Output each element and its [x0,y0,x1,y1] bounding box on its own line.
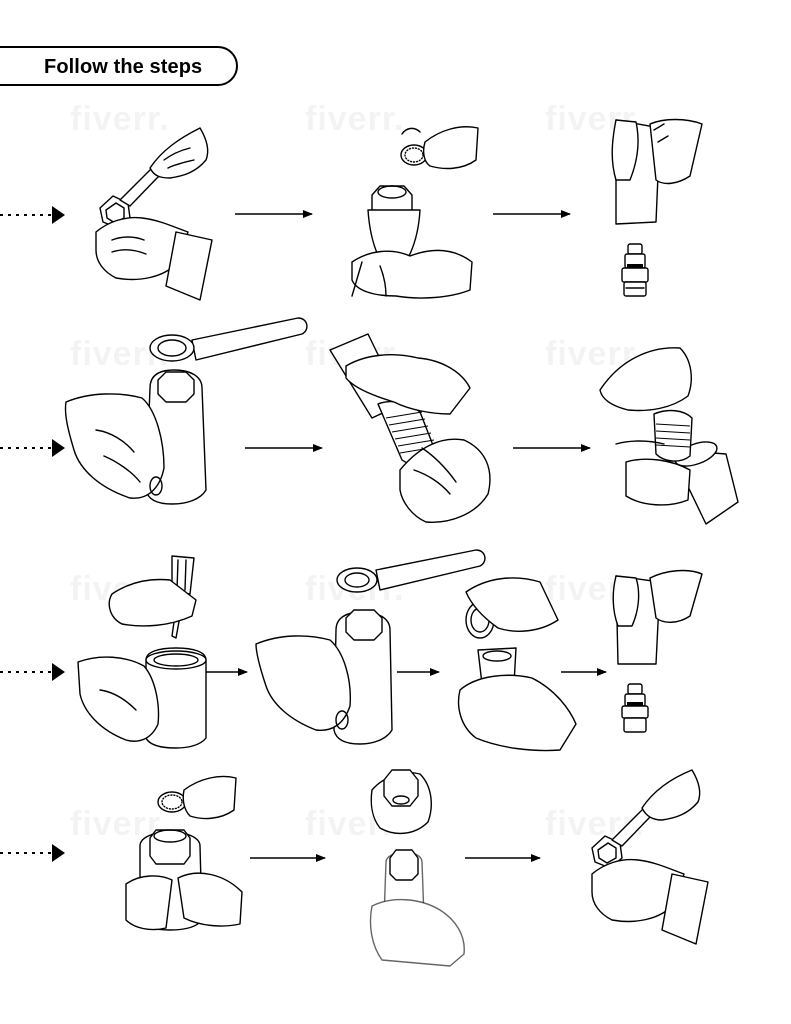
panel-cap-screen-removal [351,126,479,299]
panel-box-wrench-body-2 [255,549,486,745]
row-start-arrow-1 [0,206,65,224]
panel-wrench-loosening-cap [95,127,213,301]
watermark: fiverr. [70,100,170,139]
watermark: fiverr. [305,100,405,139]
panel-unthreading-cartridge [329,333,491,523]
row-start-arrow-3 [0,663,65,681]
panel-cap-and-body [369,769,465,967]
panel-screwdriver-body [77,555,207,749]
panel-inserting-cartridge [599,347,739,525]
panel-cartridge-pulled [611,118,703,297]
row-start-arrow-2 [0,439,65,457]
panel-cartridge-pulled-2 [612,569,703,733]
panel-box-wrench-body [64,317,308,505]
title-pill [0,46,238,86]
panel-wrench-tightening-cap [591,769,709,945]
row-start-arrow-4 [0,844,65,862]
panel-screen-into-body [125,775,243,931]
panel-seat-removal [457,577,577,752]
page-title: Follow the steps [44,56,203,78]
